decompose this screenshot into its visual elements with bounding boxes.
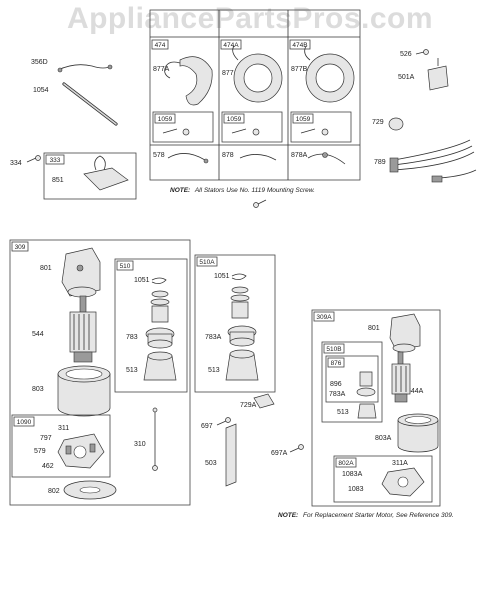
middle-parts: 729A 697 503 697A bbox=[201, 393, 304, 487]
label-789: 789 bbox=[374, 159, 386, 166]
box-309-frame bbox=[9, 239, 191, 506]
label-1083: 1083 bbox=[348, 486, 364, 493]
box-1090-frame bbox=[11, 414, 111, 478]
motor-housing bbox=[57, 373, 111, 417]
stator-panel bbox=[149, 9, 361, 181]
box-510a-group: 510A 1051 783A 513 bbox=[194, 254, 276, 393]
label-729a: 729A bbox=[240, 402, 257, 409]
label-697: 697 bbox=[201, 423, 213, 430]
rectifier bbox=[83, 167, 129, 191]
label-334: 334 bbox=[10, 160, 22, 167]
box-1059-b: 1059 bbox=[227, 116, 242, 123]
label-311: 311 bbox=[58, 425, 69, 432]
label-462: 462 bbox=[42, 463, 54, 470]
note-stator-label: NOTE: bbox=[170, 187, 190, 194]
box-474a: 474A bbox=[223, 42, 239, 49]
label-729: 729 bbox=[372, 119, 384, 126]
label-356d: 356D bbox=[31, 59, 48, 66]
stator-half bbox=[179, 56, 213, 106]
label-803: 803 bbox=[32, 386, 44, 393]
box-510: 510 bbox=[120, 263, 131, 270]
box-309a-frame bbox=[311, 309, 441, 507]
starter-panel-309: 309 801 544 803 510 1051 783 513 bbox=[9, 239, 191, 506]
box-510b-frame bbox=[321, 341, 383, 423]
svg-text:NOTE: For Replacement Star: NOTE: For Replacement Starter Motor, See… bbox=[278, 512, 454, 519]
box-1090: 1090 bbox=[17, 419, 32, 426]
grommet bbox=[388, 117, 404, 131]
box-802a: 802A bbox=[338, 460, 354, 467]
starter-panel-309a: 309A 801 510B 876 896 783A 513 544A 803A… bbox=[311, 309, 441, 507]
box-802a-frame bbox=[333, 455, 433, 503]
label-803a: 803A bbox=[375, 435, 392, 442]
top-right-parts: 526 501A 729 789 bbox=[372, 49, 477, 183]
label-851: 851 bbox=[52, 177, 64, 184]
label-878: 878 bbox=[222, 152, 234, 159]
label-797: 797 bbox=[40, 435, 52, 442]
label-310: 310 bbox=[134, 441, 146, 448]
label-801-b: 801 bbox=[368, 325, 380, 332]
regulator bbox=[427, 65, 449, 91]
bracket bbox=[225, 423, 237, 487]
box-510b: 510B bbox=[326, 346, 341, 353]
box-309: 309 bbox=[15, 244, 26, 251]
box-1059-c: 1059 bbox=[296, 116, 311, 123]
label-544: 544 bbox=[32, 331, 44, 338]
box-474: 474 bbox=[155, 42, 166, 49]
stator-section: 474 877A 1059 578 474A 877 1059 878 474B… bbox=[149, 9, 361, 181]
label-503: 503 bbox=[205, 460, 217, 467]
label-526: 526 bbox=[400, 51, 412, 58]
top-left-parts: 356D 1054 334 333 851 bbox=[10, 59, 137, 200]
label-802: 802 bbox=[48, 488, 60, 495]
label-579: 579 bbox=[34, 448, 46, 455]
label-877b: 877B bbox=[291, 66, 308, 73]
drive-end-cap bbox=[61, 247, 101, 297]
label-1051-b: 1051 bbox=[214, 273, 230, 280]
box-333-frame bbox=[43, 152, 137, 200]
box-510a-frame bbox=[194, 254, 276, 393]
label-877: 877 bbox=[222, 70, 234, 77]
box-876: 876 bbox=[331, 360, 342, 367]
label-697a: 697A bbox=[271, 450, 288, 457]
watermark: AppliancePartsPros.com bbox=[67, 2, 433, 35]
svg-text:NOTE: All Stators Use No.: NOTE: All Stators Use No. 1119 Mounting … bbox=[170, 187, 315, 194]
box-333: 333 bbox=[50, 157, 61, 164]
box-510a: 510A bbox=[199, 259, 215, 266]
label-878a: 878A bbox=[291, 152, 308, 159]
label-877a: 877A bbox=[153, 66, 170, 73]
label-311a: 311A bbox=[392, 460, 408, 467]
label-1083a: 1083A bbox=[342, 471, 363, 478]
box-474b: 474B bbox=[292, 42, 307, 49]
label-896: 896 bbox=[330, 381, 342, 388]
label-513-a: 513 bbox=[126, 367, 138, 374]
label-513-b: 513 bbox=[208, 367, 220, 374]
box-309a: 309A bbox=[316, 314, 332, 321]
label-501a: 501A bbox=[398, 74, 415, 81]
note-starter-text: For Replacement Starter Motor, See Refer… bbox=[303, 512, 454, 519]
label-513-c: 513 bbox=[337, 409, 349, 416]
box-510-frame bbox=[114, 258, 188, 393]
note-stator-text: All Stators Use No. 1119 Mounting Screw. bbox=[194, 187, 315, 194]
box-876-frame bbox=[325, 355, 379, 403]
label-544a: 544A bbox=[407, 388, 424, 395]
label-578: 578 bbox=[153, 152, 165, 159]
label-783a: 783A bbox=[205, 334, 222, 341]
label-1054: 1054 bbox=[33, 87, 49, 94]
box-1059-a: 1059 bbox=[158, 116, 173, 123]
label-783: 783 bbox=[126, 334, 138, 341]
label-1051-a: 1051 bbox=[134, 277, 150, 284]
washer bbox=[182, 128, 190, 136]
note-starter-label: NOTE: bbox=[278, 512, 298, 519]
label-783a-2: 783A bbox=[329, 391, 346, 398]
label-801: 801 bbox=[40, 265, 52, 272]
